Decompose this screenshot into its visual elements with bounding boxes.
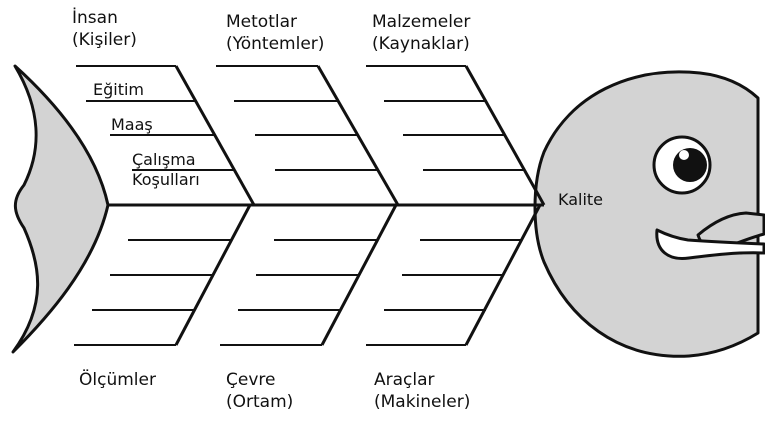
fish-eye-highlight (679, 150, 689, 160)
category-cevre-line1: Çevre (226, 370, 276, 390)
category-araclar-label: Araçlar (Makineler) (374, 369, 470, 413)
fish-head (533, 70, 760, 358)
category-olcumler-label: Ölçümler (79, 369, 156, 391)
category-araclar-line1: Araçlar (374, 370, 435, 390)
effect-kalite-label: Kalite (558, 190, 604, 209)
cause-calisma-line1: Çalışma (132, 150, 196, 169)
cause-maas-label: Maaş (111, 115, 153, 134)
fish-eye-pupil (673, 148, 707, 182)
category-araclar-line2: (Makineler) (374, 392, 471, 412)
category-metotlar-line2: (Yöntemler) (226, 34, 325, 54)
category-cevre-line2: (Ortam) (226, 392, 294, 412)
cause-calisma-kosullari-label: Çalışma Koşulları (132, 150, 200, 190)
cause-calisma-line2: Koşulları (132, 170, 200, 189)
category-metotlar-label: Metotlar (Yöntemler) (226, 11, 324, 55)
category-insan-line2: (Kişiler) (72, 30, 137, 50)
cause-egitim-label: Eğitim (93, 80, 145, 99)
category-olcumler-line1: Ölçümler (79, 370, 156, 390)
bone-metotlar (316, 65, 400, 206)
fish-tail (11, 64, 110, 354)
category-insan-line1: İnsan (72, 8, 118, 28)
fish-lower-lip (655, 228, 765, 261)
category-metotlar-line1: Metotlar (226, 12, 297, 32)
category-malzemeler-label: Malzemeler (Kaynaklar) (372, 11, 470, 55)
category-cevre-label: Çevre (Ortam) (226, 369, 293, 413)
category-insan-label: İnsan (Kişiler) (72, 7, 137, 51)
category-malzemeler-line1: Malzemeler (372, 12, 471, 32)
category-malzemeler-line2: (Kaynaklar) (372, 34, 470, 54)
